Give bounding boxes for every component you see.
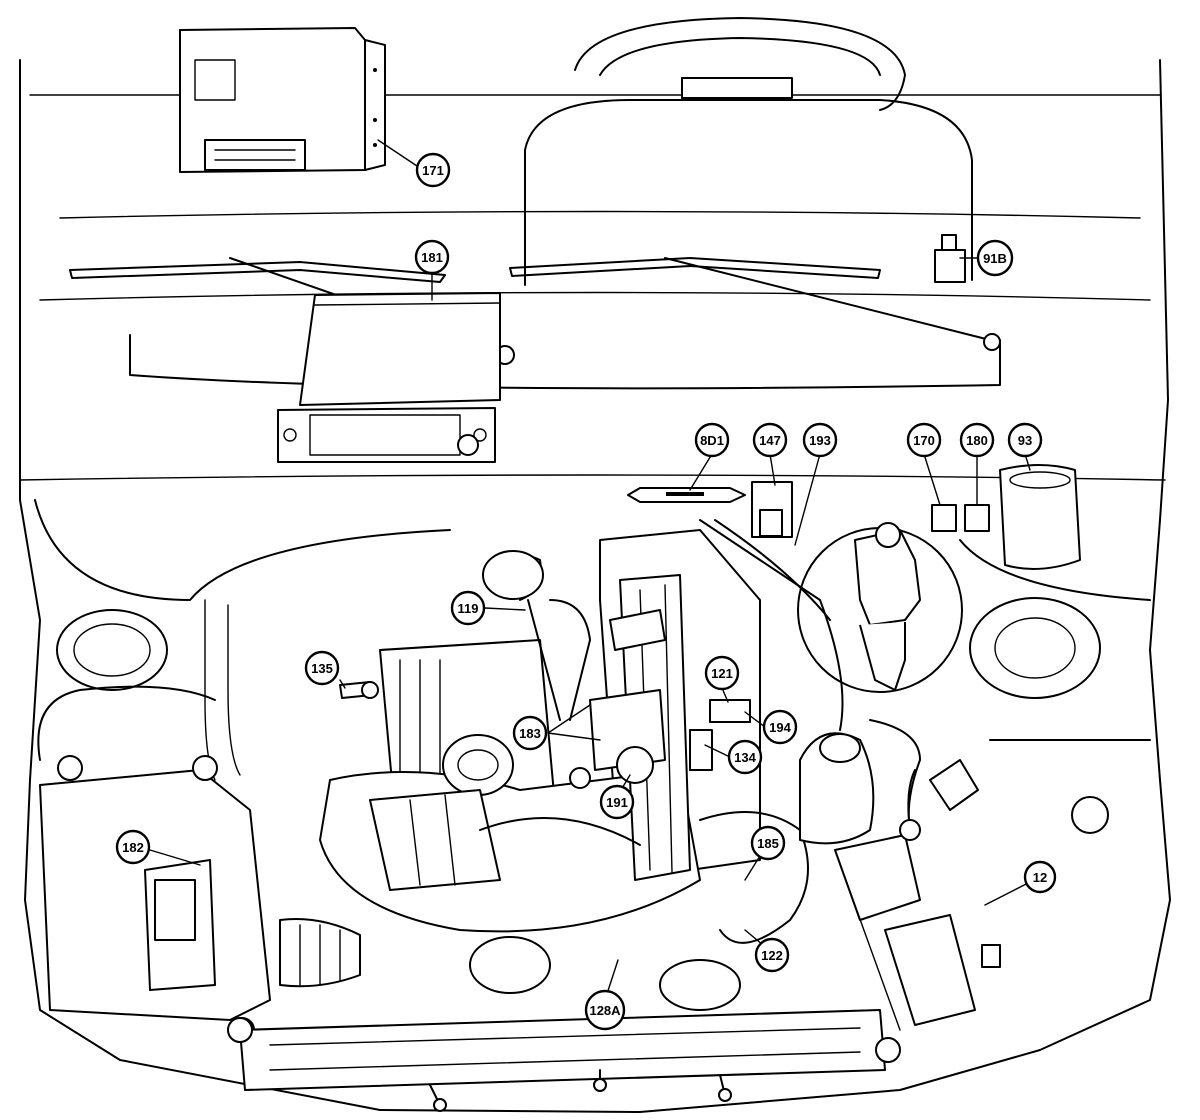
- callout-181: 181: [414, 239, 450, 275]
- callout-134: 134: [727, 739, 763, 775]
- callout-191: 191: [599, 784, 635, 820]
- callout-122: 122: [754, 937, 790, 973]
- fuse-8d1: [627, 487, 746, 503]
- callout-128a-label: 128A: [589, 1003, 621, 1018]
- coolant-reservoir: [799, 732, 875, 845]
- callout-12-label: 12: [1033, 870, 1047, 885]
- callout-185: 185: [750, 825, 786, 861]
- callout-181-label: 181: [421, 250, 443, 265]
- right-strut-tower: [969, 597, 1101, 699]
- ecu-171-module: [179, 27, 386, 173]
- callout-93-label: 93: [1018, 433, 1032, 448]
- callout-122-label: 122: [761, 948, 783, 963]
- callout-121-label: 121: [711, 666, 733, 681]
- callout-193-label: 193: [809, 433, 831, 448]
- callout-191-label: 191: [606, 795, 628, 810]
- radiator-panel: [227, 1009, 901, 1112]
- callout-183-label: 183: [519, 726, 541, 741]
- dashboard-hump: [524, 99, 973, 286]
- callout-93: 93: [1007, 422, 1043, 458]
- callout-119-label: 119: [458, 601, 479, 616]
- callout-119: 119: [450, 590, 486, 626]
- callout-170: 170: [906, 422, 942, 458]
- callout-194: 194: [762, 709, 798, 745]
- injector-cluster: [569, 609, 751, 789]
- callout-182: 182: [115, 829, 151, 865]
- callout-182-label: 182: [122, 840, 144, 855]
- callout-91b: 91B: [976, 239, 1014, 277]
- right-sensor: [899, 759, 1109, 968]
- callout-8d1: 8D1: [694, 422, 730, 458]
- relay-170: [931, 504, 957, 532]
- brake-master-cylinder: [797, 522, 963, 693]
- callout-180: 180: [959, 422, 995, 458]
- callout-128a: 128A: [584, 989, 626, 1031]
- relay-147: [751, 481, 793, 538]
- wiper-assembly: [69, 257, 1001, 365]
- callout-8d1-label: 8D1: [700, 433, 724, 448]
- callout-170-label: 170: [913, 433, 935, 448]
- callout-121: 121: [704, 655, 740, 691]
- callout-194-label: 194: [769, 720, 791, 735]
- callout-147-label: 147: [759, 433, 781, 448]
- relay-180: [964, 504, 990, 532]
- callout-12: 12: [1023, 860, 1057, 894]
- air-filter-box: [39, 755, 361, 1043]
- relay-91b: [934, 234, 966, 283]
- sensor-119: [482, 550, 561, 721]
- callout-193: 193: [802, 422, 838, 458]
- callout-171: 171: [415, 152, 451, 188]
- callout-91b-label: 91B: [983, 251, 1007, 266]
- callout-180-label: 180: [966, 433, 988, 448]
- callout-135-label: 135: [311, 661, 333, 676]
- scuttle-panel: [129, 334, 1001, 390]
- sensor-135: [339, 681, 379, 699]
- callout-183: 183: [512, 715, 548, 751]
- callout-134-label: 134: [734, 750, 756, 765]
- steering-wheel: [574, 17, 906, 111]
- unit-93: [999, 464, 1081, 570]
- callout-147: 147: [752, 422, 788, 458]
- callout-185-label: 185: [757, 836, 779, 851]
- battery: [834, 834, 976, 1031]
- module-181: [277, 292, 501, 463]
- callout-171-label: 171: [422, 163, 444, 178]
- callout-135: 135: [304, 650, 340, 686]
- left-strut-tower: [56, 609, 168, 691]
